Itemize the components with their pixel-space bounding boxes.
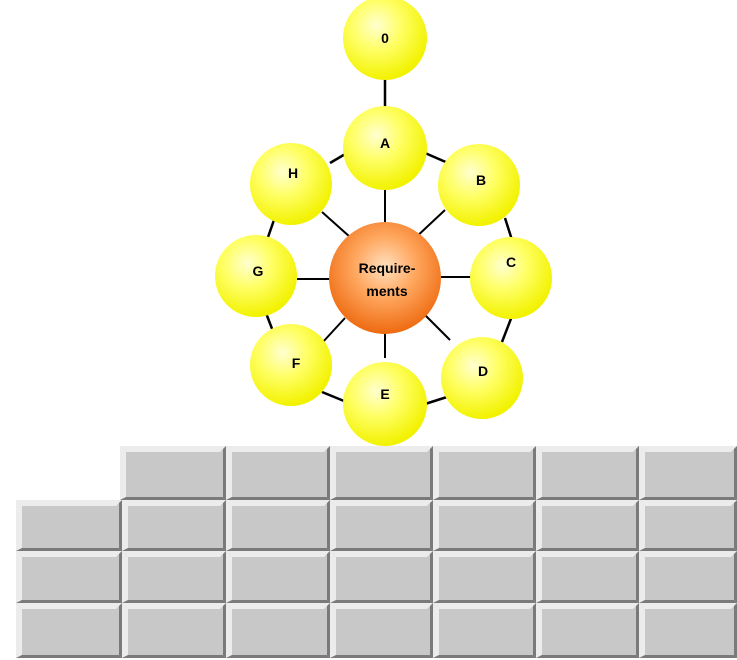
- brick: [639, 500, 737, 551]
- node-f-label: F: [292, 355, 301, 371]
- brick: [330, 446, 433, 500]
- brick: [536, 551, 639, 603]
- node-g-label: G: [253, 263, 264, 279]
- edge-a-b: [424, 151, 449, 165]
- brick: [226, 500, 330, 551]
- node-g: G: [215, 235, 297, 317]
- brick: [536, 446, 639, 500]
- brick: [226, 446, 330, 500]
- center-label-line1: Require-: [359, 260, 416, 276]
- node-h-label: H: [288, 165, 298, 181]
- brick: [639, 603, 737, 658]
- edge-b-c: [503, 217, 514, 241]
- brick: [122, 500, 226, 551]
- brick: [639, 551, 737, 603]
- brick: [226, 551, 330, 603]
- edge-d-e: [424, 395, 448, 406]
- node-b: B: [438, 144, 520, 226]
- node-h: H: [250, 143, 332, 225]
- brick: [433, 551, 536, 603]
- brick: [433, 446, 536, 500]
- brick: [120, 446, 226, 500]
- node-top-label: 0: [381, 30, 389, 46]
- node-center-requirements: Require- ments: [329, 222, 441, 334]
- brick: [16, 500, 122, 551]
- edge-g-h: [265, 219, 276, 241]
- node-b-label: B: [476, 172, 486, 188]
- center-label-line2: ments: [366, 283, 407, 299]
- edge-e-f: [321, 390, 345, 403]
- diagram-edges: [264, 70, 514, 406]
- brick: [536, 603, 639, 658]
- edge-center-f: [321, 317, 346, 344]
- node-e: E: [343, 362, 427, 446]
- brick: [330, 500, 433, 551]
- node-d: D: [441, 337, 523, 419]
- brick-wall: [16, 446, 737, 658]
- node-e-label: E: [380, 386, 389, 402]
- edge-center-h: [321, 211, 351, 238]
- brick: [433, 500, 536, 551]
- edge-center-d: [423, 313, 451, 341]
- brick: [226, 603, 330, 658]
- node-c-label: C: [506, 254, 516, 270]
- brick: [122, 603, 226, 658]
- edge-c-d: [500, 315, 514, 343]
- brick: [330, 603, 433, 658]
- node-c: C: [470, 237, 552, 319]
- brick: [433, 603, 536, 658]
- node-a-label: A: [380, 135, 390, 151]
- brick: [122, 551, 226, 603]
- node-f: F: [250, 324, 332, 406]
- brick: [16, 603, 122, 658]
- brick: [330, 551, 433, 603]
- brick: [536, 500, 639, 551]
- brick: [16, 551, 122, 603]
- node-top: 0: [343, 0, 427, 80]
- diagram-nodes: 0 A B C D E F G: [215, 0, 552, 446]
- node-d-label: D: [478, 363, 488, 379]
- node-a: A: [343, 106, 427, 190]
- brick: [639, 446, 737, 500]
